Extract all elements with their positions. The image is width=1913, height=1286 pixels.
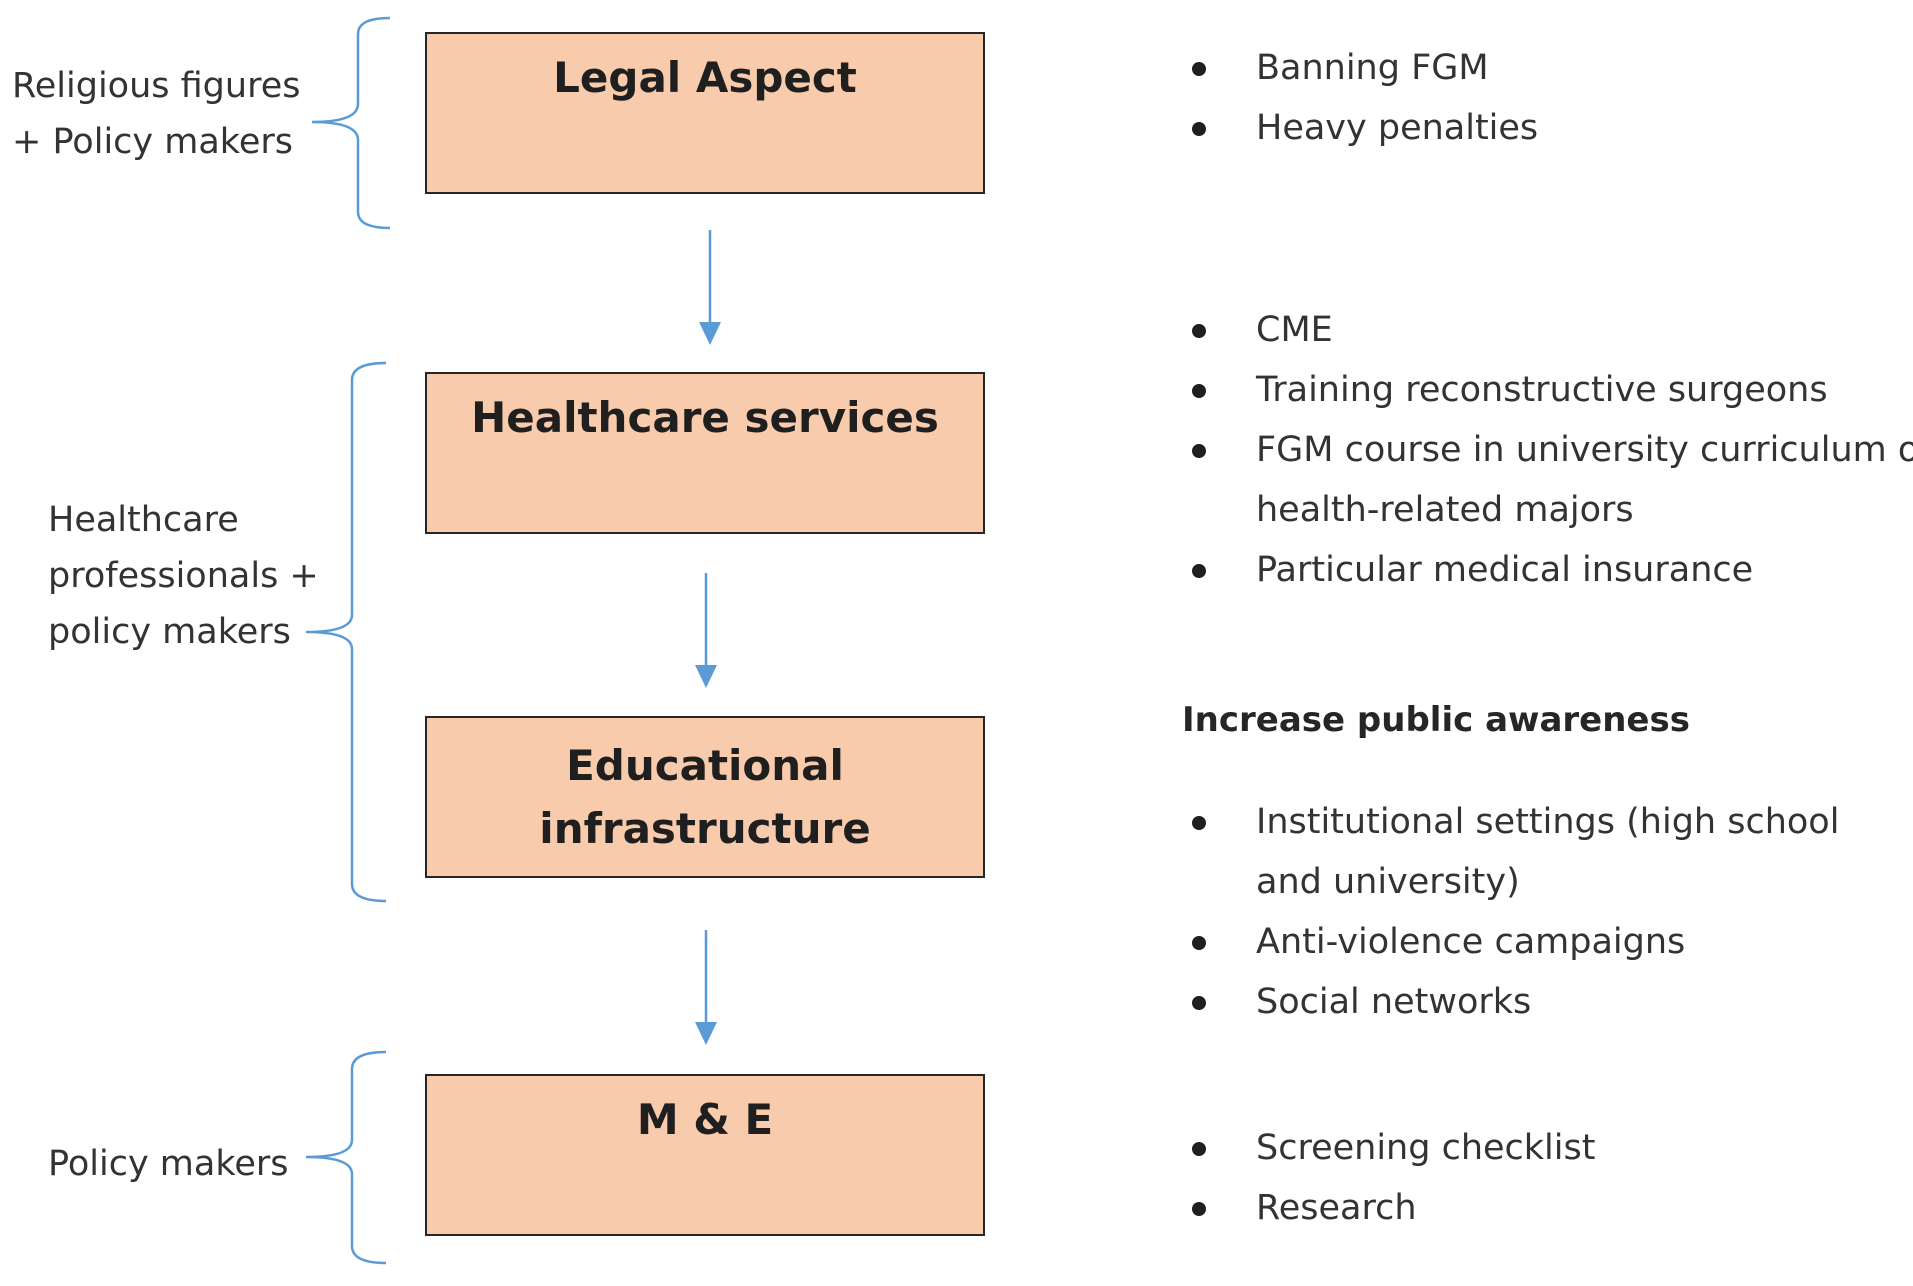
actor-healthcare-policy: Healthcare professionals + policy makers — [48, 500, 319, 652]
flow-arrowhead-1 — [699, 322, 721, 345]
list-item: CME — [1180, 300, 1913, 360]
item-text: Anti-violence campaigns — [1256, 922, 1686, 962]
stage-educational-infrastructure: Educational infrastructure — [425, 716, 985, 878]
item-text: CME — [1256, 310, 1333, 350]
bullet-icon — [1192, 384, 1206, 398]
brace-healthcare-education — [305, 361, 387, 903]
stage-title: Educational infrastructure — [539, 741, 871, 853]
stage-title: Legal Aspect — [553, 53, 857, 102]
item-text: Social networks — [1256, 982, 1532, 1022]
bullet-icon — [1192, 564, 1206, 578]
list-monitoring-actions: Screening checklist Research — [1180, 1118, 1595, 1238]
list-item: FGM course in university curriculum of h… — [1180, 420, 1913, 540]
list-item: Institutional settings (high school and … — [1180, 792, 1913, 912]
item-text: Banning FGM — [1256, 48, 1489, 88]
stage-healthcare-services: Healthcare services — [425, 372, 985, 534]
flow-arrowhead-3 — [695, 1022, 717, 1045]
bullet-icon — [1192, 62, 1206, 76]
brace-monitoring — [305, 1050, 387, 1265]
list-item: Research — [1180, 1178, 1595, 1238]
education-heading: Increase public awareness — [1182, 700, 1690, 740]
bullet-icon — [1192, 996, 1206, 1010]
stage-title: M & E — [636, 1095, 774, 1144]
list-legal-actions: Banning FGM Heavy penalties — [1180, 38, 1538, 158]
bullet-icon — [1192, 1202, 1206, 1216]
brace-legal — [311, 16, 391, 230]
item-text: Research — [1256, 1188, 1417, 1228]
stage-title: Healthcare services — [471, 393, 939, 442]
list-item: Particular medical insurance — [1180, 540, 1913, 600]
list-item: Banning FGM — [1180, 38, 1538, 98]
list-education-actions: Institutional settings (high school and … — [1180, 792, 1913, 1032]
list-item: Training reconstructive surgeons — [1180, 360, 1913, 420]
bullet-icon — [1192, 816, 1206, 830]
list-item: Heavy penalties — [1180, 98, 1538, 158]
stage-monitoring-evaluation: M & E — [425, 1074, 985, 1236]
item-text: Training reconstructive surgeons — [1256, 370, 1828, 410]
list-item: Social networks — [1180, 972, 1913, 1032]
bullet-icon — [1192, 936, 1206, 950]
item-text: Heavy penalties — [1256, 108, 1539, 148]
list-item: Anti-violence campaigns — [1180, 912, 1913, 972]
bullet-icon — [1192, 324, 1206, 338]
item-text: Institutional settings (high school and … — [1256, 802, 1840, 902]
item-text: FGM course in university curriculum of h… — [1256, 430, 1913, 530]
bullet-icon — [1192, 122, 1206, 136]
bullet-icon — [1192, 444, 1206, 458]
flow-arrowhead-2 — [695, 665, 717, 688]
actor-policy-makers: Policy makers — [48, 1144, 289, 1184]
list-item: Screening checklist — [1180, 1118, 1595, 1178]
bullet-icon — [1192, 1142, 1206, 1156]
stage-legal-aspect: Legal Aspect — [425, 32, 985, 194]
list-healthcare-actions: CME Training reconstructive surgeons FGM… — [1180, 300, 1913, 600]
actor-religious-policy: Religious figures + Policy makers — [12, 66, 301, 162]
item-text: Screening checklist — [1256, 1128, 1596, 1168]
item-text: Particular medical insurance — [1256, 550, 1754, 590]
